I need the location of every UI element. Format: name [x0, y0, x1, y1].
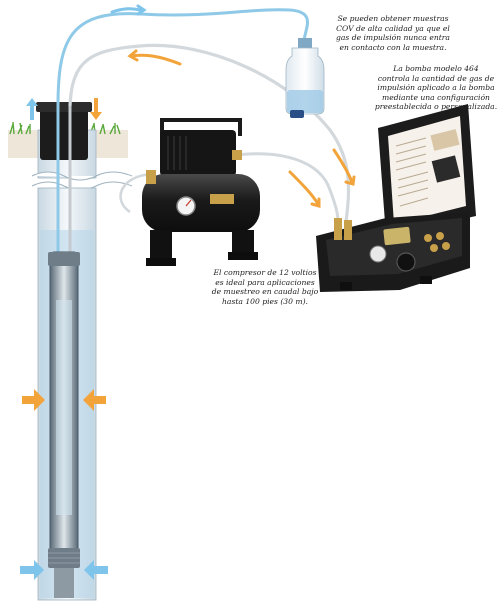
- arrow-icon: [136, 4, 147, 16]
- tubing-flow-arrows: [110, 4, 356, 208]
- compressor-motor: [160, 130, 236, 176]
- controller-faceplate: [326, 218, 462, 276]
- compressor-foot-left: [150, 230, 172, 266]
- controller-knob: [396, 252, 416, 272]
- compressor-handle: [160, 118, 242, 136]
- gas-drive-tube: [68, 43, 351, 223]
- arrow-icon: [344, 175, 356, 186]
- arrow-icon: [130, 53, 182, 66]
- compressor-outlet-fitting: [232, 150, 242, 160]
- pump-bladder: [56, 300, 72, 515]
- inlet-screen-lines: [48, 552, 80, 564]
- controller-caption: La bomba modelo 464 controla la cantidad…: [374, 64, 498, 112]
- arrow-icon: [83, 389, 106, 411]
- arrow-icon: [90, 98, 102, 120]
- compressor-supply-tube: [235, 152, 340, 223]
- bottle-sample-liquid: [287, 90, 323, 113]
- arrow-icon: [22, 389, 45, 411]
- bottle-cap: [290, 110, 304, 118]
- arrow-icon: [84, 560, 108, 580]
- arrow-icon: [20, 560, 44, 580]
- controller-buttons: [424, 232, 450, 252]
- compressor-caption: El compresor de 12 voltios es ideal para…: [211, 268, 319, 306]
- compressor-label: [210, 194, 234, 204]
- air-compressor: [142, 118, 260, 266]
- compressor-base-right: [228, 252, 258, 260]
- arrow-icon: [110, 7, 142, 14]
- manual-figure: [430, 129, 460, 151]
- gauge-needle: [185, 199, 192, 207]
- well-flow-arrows: [20, 98, 108, 580]
- compressor-tank: [142, 174, 260, 232]
- case-latch-right: [420, 276, 432, 284]
- motor-fins: [167, 136, 187, 170]
- manual-photo: [431, 155, 461, 183]
- sample-discharge-tube: [56, 8, 309, 107]
- pump-top-fitting: [48, 252, 80, 266]
- compressor-fitting: [146, 170, 156, 184]
- manual-text-lines: [395, 137, 429, 207]
- controller-outlet-fitting: [344, 220, 352, 240]
- bottle-neck: [298, 38, 312, 48]
- controller-display: [383, 226, 411, 246]
- arrow-icon: [288, 170, 320, 206]
- pump-base: [54, 568, 74, 598]
- compressor-base-left: [146, 258, 176, 266]
- arrow-icon: [310, 197, 321, 208]
- bottle-caption: Se pueden obtener muestras COV de alta c…: [336, 14, 450, 52]
- sample-bottle: [285, 38, 325, 118]
- arrow-icon: [127, 49, 139, 62]
- gauge-icon: [369, 245, 387, 263]
- case-latch-left: [340, 282, 352, 290]
- tubing: [56, 8, 351, 223]
- controller-inlet-fitting: [334, 218, 342, 240]
- compressor-loop-tube: [119, 172, 153, 214]
- pump-controller: [316, 104, 476, 292]
- arrow-icon: [26, 98, 38, 120]
- monitoring-well: [8, 102, 133, 601]
- well-cap: [40, 104, 88, 160]
- arrow-icon: [332, 148, 354, 184]
- well-cap-rim: [36, 102, 92, 112]
